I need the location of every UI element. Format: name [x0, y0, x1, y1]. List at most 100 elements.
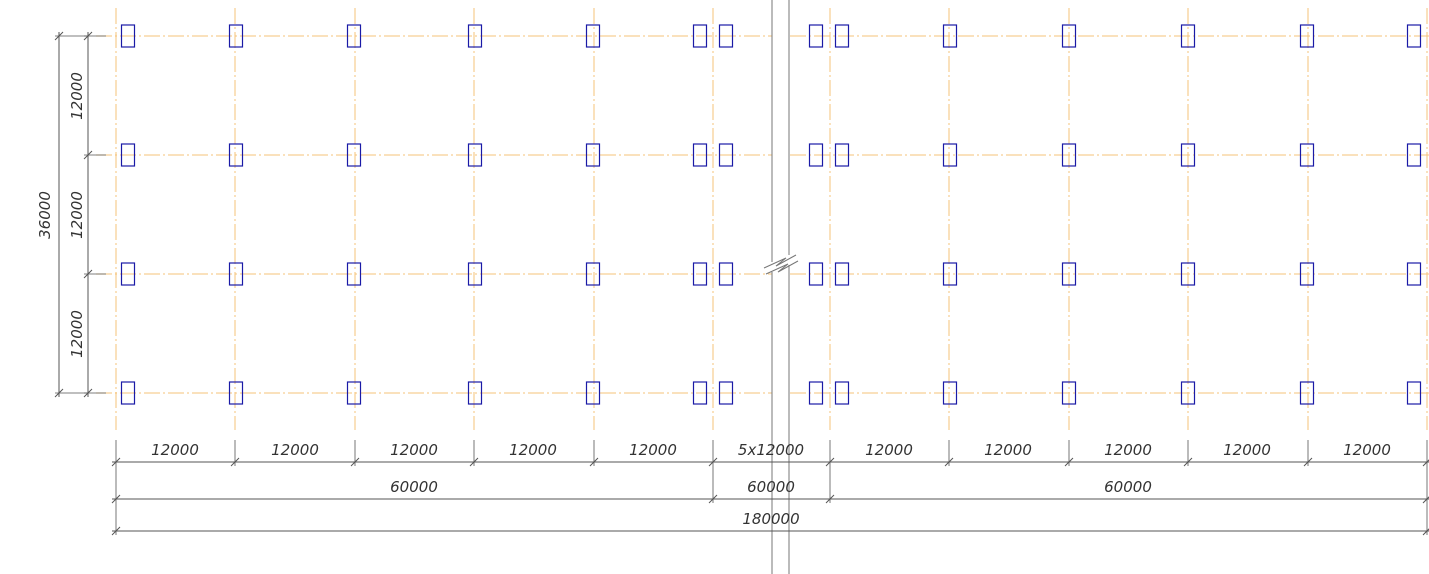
column — [1299, 143, 1315, 167]
bay-dim-label: 12000 — [1104, 441, 1152, 459]
column — [120, 262, 136, 286]
break-dim-label: 5x12000 — [738, 441, 804, 459]
column — [718, 262, 734, 286]
dimension-tick — [1183, 457, 1193, 467]
column — [228, 381, 244, 405]
dimension-tick — [825, 494, 835, 504]
dimension-tick — [54, 388, 64, 398]
column — [1406, 262, 1422, 286]
column — [834, 143, 850, 167]
dimension-tick — [469, 457, 479, 467]
total-length-label: 180000 — [742, 510, 799, 528]
bay-dim-label: 12000 — [984, 441, 1032, 459]
column — [692, 381, 708, 405]
column — [1406, 24, 1422, 48]
dimension-tick — [1303, 457, 1313, 467]
row-span-label: 12000 — [68, 72, 86, 120]
group-dim-label-middle: 60000 — [747, 478, 795, 496]
column — [1180, 262, 1196, 286]
column — [718, 143, 734, 167]
column — [346, 381, 362, 405]
column — [120, 143, 136, 167]
column — [346, 24, 362, 48]
dimension-tick — [111, 494, 121, 504]
column — [692, 262, 708, 286]
bay-dim-label: 12000 — [1343, 441, 1391, 459]
bay-dim-label: 12000 — [629, 441, 677, 459]
column — [942, 381, 958, 405]
dimension-tick — [83, 269, 93, 279]
dimension-tick — [111, 457, 121, 467]
column — [1406, 381, 1422, 405]
column — [346, 143, 362, 167]
column — [228, 262, 244, 286]
column — [467, 381, 483, 405]
dimension-tick — [825, 457, 835, 467]
column — [585, 24, 601, 48]
bay-dim-label: 12000 — [271, 441, 319, 459]
column — [1406, 143, 1422, 167]
column — [808, 24, 824, 48]
column — [718, 24, 734, 48]
dimension-tick — [1064, 457, 1074, 467]
column — [120, 24, 136, 48]
column — [1180, 143, 1196, 167]
column — [467, 143, 483, 167]
total-width-label: 36000 — [36, 191, 54, 239]
dimension-tick — [1422, 528, 1429, 536]
column — [467, 24, 483, 48]
column — [585, 381, 601, 405]
column — [808, 381, 824, 405]
column — [228, 143, 244, 167]
column — [692, 143, 708, 167]
column — [692, 24, 708, 48]
break-zigzag — [763, 254, 797, 269]
column — [1061, 24, 1077, 48]
dimension-tick — [1422, 496, 1429, 504]
column — [808, 262, 824, 286]
column — [834, 24, 850, 48]
column — [585, 262, 601, 286]
bay-dim-label: 12000 — [390, 441, 438, 459]
break-zigzag — [765, 260, 799, 275]
columns-layer — [120, 24, 1422, 405]
dimension-tick — [83, 150, 93, 160]
column — [1061, 143, 1077, 167]
column — [120, 381, 136, 405]
grid-axes — [96, 8, 1429, 430]
column — [718, 381, 734, 405]
dimension-tick — [350, 457, 360, 467]
dimension-tick — [230, 457, 240, 467]
bay-dim-label: 12000 — [1223, 441, 1271, 459]
group-dim-label-left: 60000 — [390, 478, 438, 496]
dimension-tick — [708, 457, 718, 467]
dimension-tick — [111, 526, 121, 536]
column — [467, 262, 483, 286]
column — [1180, 381, 1196, 405]
column — [1299, 381, 1315, 405]
dimension-tick — [589, 457, 599, 467]
dimension-tick — [1422, 459, 1429, 467]
dimension-tick — [944, 457, 954, 467]
dimension-tick — [708, 494, 718, 504]
column — [1061, 381, 1077, 405]
column — [585, 143, 601, 167]
column — [834, 262, 850, 286]
column — [1299, 262, 1315, 286]
column — [808, 143, 824, 167]
group-dim-label-right: 60000 — [1104, 478, 1152, 496]
dimension-lines — [54, 31, 1429, 536]
bay-dim-label: 12000 — [509, 441, 557, 459]
column — [942, 262, 958, 286]
column — [834, 381, 850, 405]
column — [1061, 262, 1077, 286]
bay-dim-label: 12000 — [865, 441, 913, 459]
break-lines — [763, 0, 799, 574]
column — [228, 24, 244, 48]
dimension-tick — [54, 31, 64, 41]
bay-dim-label: 12000 — [151, 441, 199, 459]
column — [1299, 24, 1315, 48]
row-span-label: 12000 — [68, 191, 86, 239]
column — [942, 24, 958, 48]
